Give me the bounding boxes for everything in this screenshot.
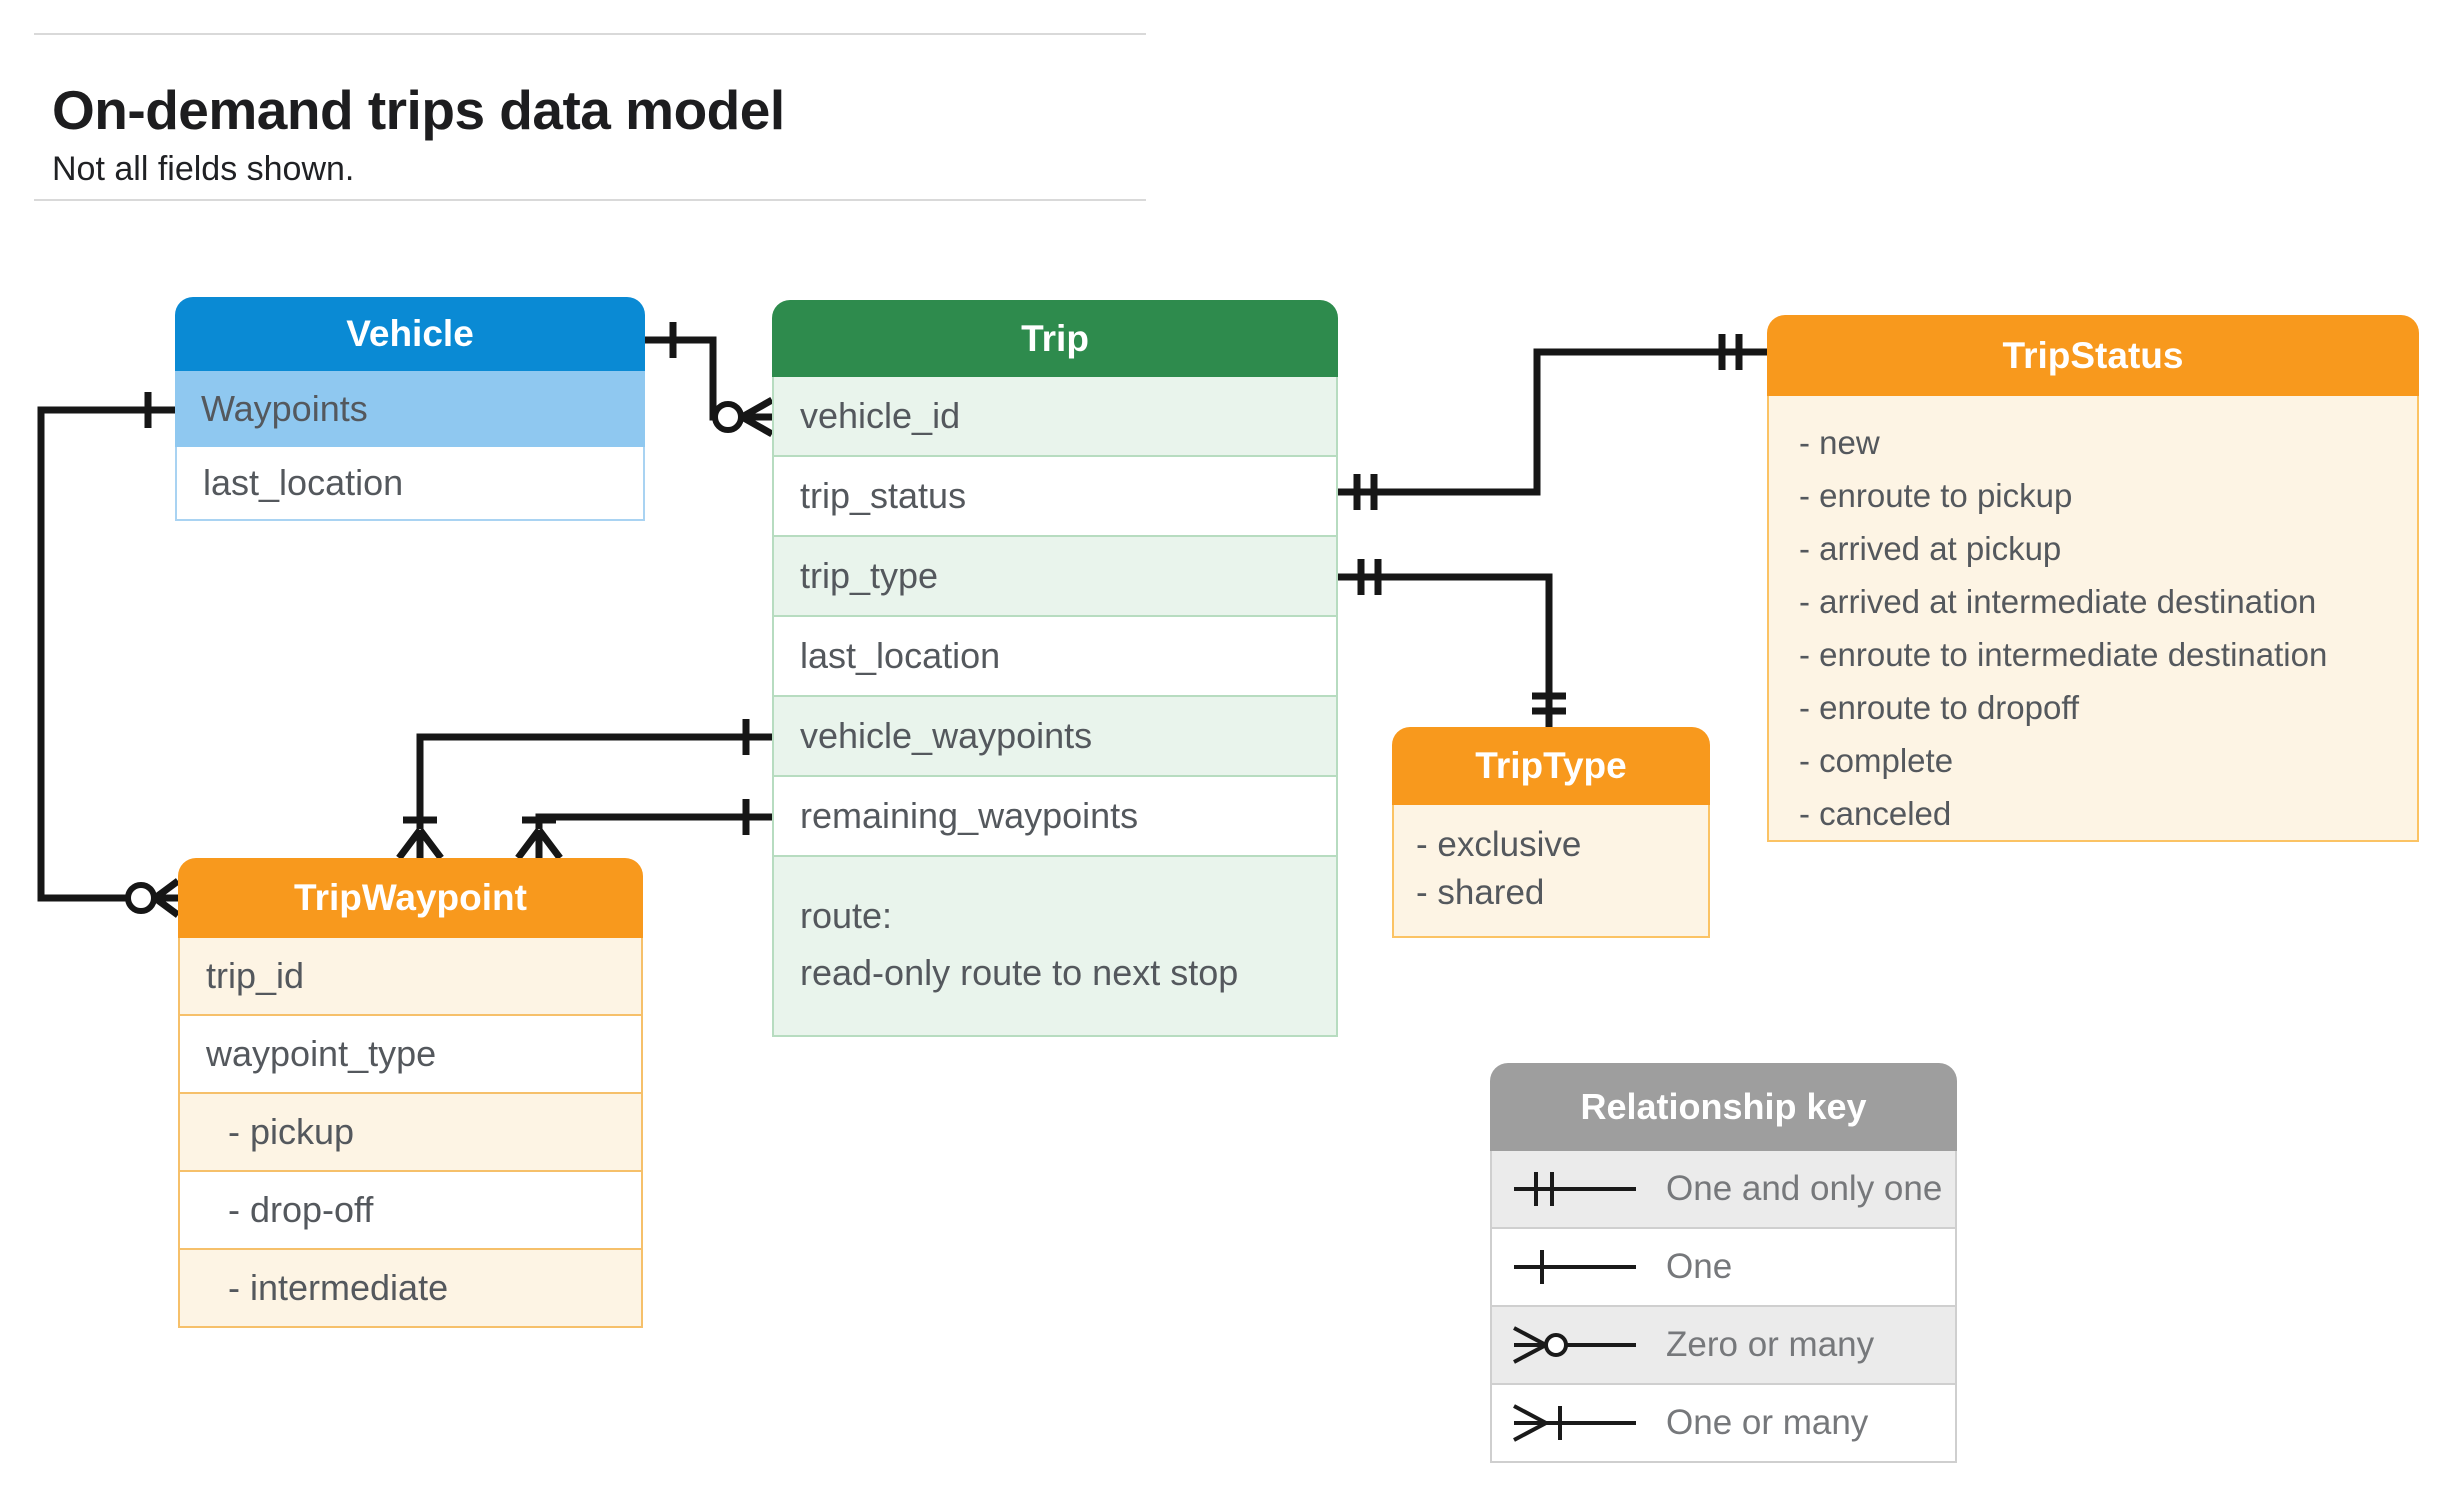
enum-value: - enroute to intermediate destination [1799, 636, 2328, 673]
entity-tripstatus-title: TripStatus [1767, 315, 2419, 396]
enum-value: - new [1799, 424, 1880, 461]
enum-value: - canceled [1799, 795, 1952, 832]
crow-foot-icon [396, 827, 444, 861]
entity-triptype-title: TripType [1392, 727, 1710, 805]
relationship-key: Relationship key One and only one One Ze [1490, 1063, 1957, 1463]
key-row-one-or-many: One or many [1490, 1385, 1957, 1463]
field-trip-status: trip_status [772, 457, 1338, 537]
one-or-many-icon [1513, 1404, 1636, 1442]
key-label: One and only one [1666, 1169, 1943, 1208]
crow-foot-icon [515, 827, 563, 861]
crow-foot-icon [740, 396, 774, 438]
entity-tripwaypoint: TripWaypoint trip_id waypoint_type - pic… [178, 858, 643, 1328]
enum-value-pickup: - pickup [178, 1094, 643, 1172]
field-trip-id: trip_id [178, 938, 643, 1016]
connector-vehicle-tripwaypoint [37, 392, 181, 918]
enum-value: - arrived at intermediate destination [1799, 583, 2317, 620]
one-and-only-one-tick-icon [1353, 474, 1378, 510]
enum-value-drop-off: - drop-off [178, 1172, 643, 1250]
connector-trip-tripstatus [1338, 334, 1767, 510]
key-row-one: One [1490, 1229, 1957, 1307]
tripstatus-values: - new - enroute to pickup - arrived at p… [1767, 396, 2419, 842]
entity-tripwaypoint-title: TripWaypoint [178, 858, 643, 938]
field-last-location: last_location [772, 617, 1338, 697]
connector-trip-tripwaypoint-remaining-waypoints [515, 799, 772, 861]
one-and-only-one-tick-icon [1357, 559, 1382, 595]
connector-trip-triptype [1338, 559, 1566, 727]
triptype-values: - exclusive - shared [1392, 805, 1710, 938]
key-row-zero-or-many: Zero or many [1490, 1307, 1957, 1385]
field-route: route: read-only route to next stop [772, 857, 1338, 1037]
enum-value: - enroute to pickup [1799, 477, 2073, 514]
zero-or-many-icon [1513, 1326, 1636, 1364]
top-divider [34, 33, 1146, 35]
key-label: One or many [1666, 1403, 1869, 1442]
crow-foot-icon [152, 878, 181, 918]
enum-value: - enroute to dropoff [1799, 689, 2080, 726]
page-subtitle: Not all fields shown. [52, 150, 355, 188]
key-label: One [1666, 1247, 1733, 1286]
key-label: Zero or many [1666, 1325, 1875, 1364]
connector-trip-tripwaypoint-vehicle-waypoints [396, 719, 772, 861]
field-trip-type: trip_type [772, 537, 1338, 617]
page-title: On-demand trips data model [52, 79, 785, 141]
field-vehicle-waypoints: vehicle_waypoints [772, 697, 1338, 777]
field-waypoint-type: waypoint_type [178, 1016, 643, 1094]
enum-value-intermediate: - intermediate [178, 1250, 643, 1328]
entity-triptype: TripType - exclusive - shared [1392, 727, 1710, 938]
enum-value: - complete [1799, 742, 1954, 779]
enum-value: - exclusive [1416, 825, 1582, 864]
entity-trip-title: Trip [772, 300, 1338, 377]
enum-value: - arrived at pickup [1799, 530, 2062, 567]
one-and-only-one-tick-icon [1532, 692, 1566, 715]
one-icon [1514, 1250, 1636, 1284]
one-and-only-one-tick-icon [1718, 334, 1743, 370]
enum-value: - shared [1416, 873, 1545, 912]
zero-circle-icon [712, 401, 744, 433]
relationship-key-title: Relationship key [1490, 1063, 1957, 1151]
one-and-only-one-icon [1514, 1172, 1636, 1206]
zero-circle-icon [125, 882, 157, 914]
field-last-location: last_location [175, 447, 645, 521]
field-vehicle-id: vehicle_id [772, 377, 1338, 457]
route-label: route: [800, 895, 893, 936]
entity-vehicle: Vehicle Waypoints last_location [175, 297, 645, 521]
key-row-one-and-only-one: One and only one [1490, 1151, 1957, 1229]
entity-vehicle-title: Vehicle [175, 297, 645, 371]
bottom-divider [34, 199, 1146, 201]
entity-trip: Trip vehicle_id trip_status trip_type la… [772, 300, 1338, 1037]
field-waypoints: Waypoints [175, 371, 645, 447]
entity-tripstatus: TripStatus - new - enroute to pickup - a… [1767, 315, 2419, 842]
connector-vehicle-trip [645, 322, 774, 438]
field-remaining-waypoints: remaining_waypoints [772, 777, 1338, 857]
route-description: read-only route to next stop [800, 952, 1239, 993]
